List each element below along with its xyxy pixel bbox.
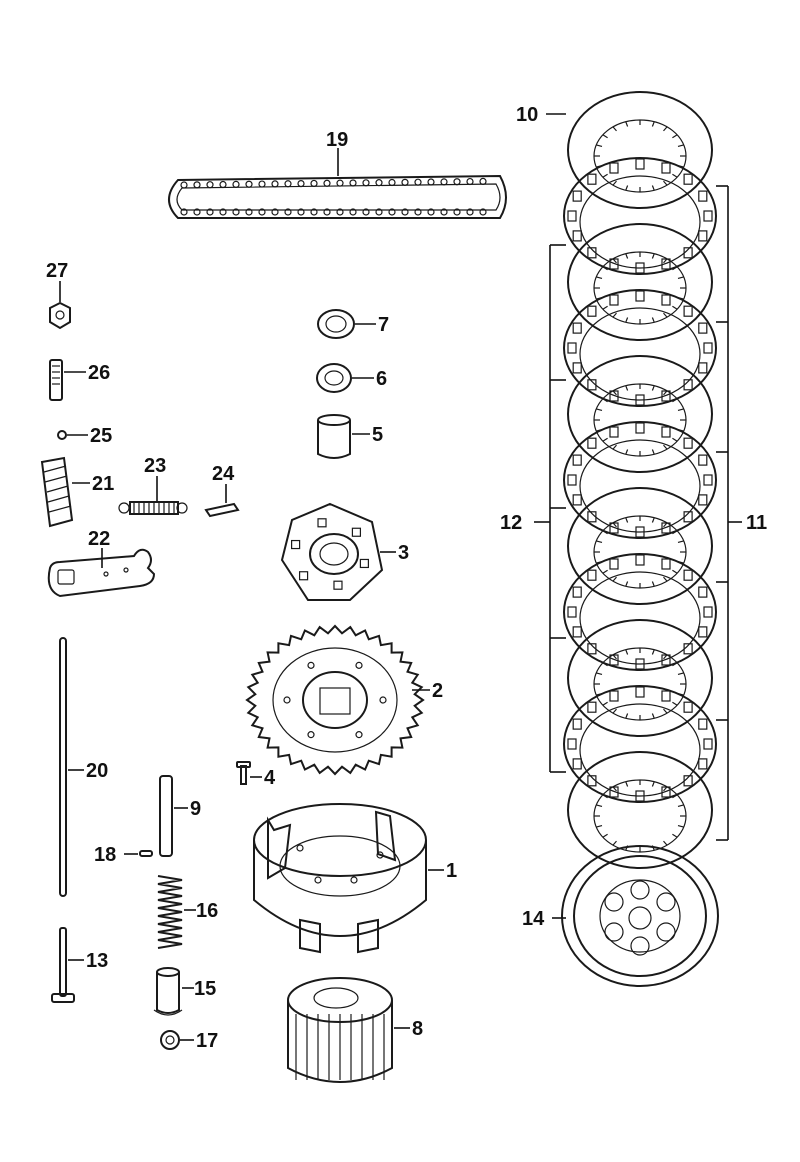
callout-5: 5 — [372, 424, 383, 446]
part-clutch-hub-gear — [287, 977, 393, 1083]
part-clutch-basket — [253, 803, 427, 954]
callout-1: 1 — [446, 860, 457, 882]
part-washer-6 — [316, 363, 352, 393]
part-sprocket — [245, 624, 425, 776]
callout-7: 7 — [378, 314, 389, 336]
callout-14: 14 — [522, 908, 545, 930]
part-worm-gear — [40, 456, 74, 528]
part-bolt — [51, 927, 75, 1003]
callout-6: 6 — [376, 368, 387, 390]
callout-3: 3 — [398, 542, 409, 564]
callout-22: 22 — [88, 528, 110, 550]
bracket-11 — [716, 185, 742, 841]
part-pin — [204, 502, 240, 518]
callout-21: 21 — [92, 473, 114, 495]
callout-4: 4 — [264, 767, 276, 789]
part-tension-spring — [118, 501, 188, 515]
part-small-pin — [139, 850, 153, 857]
part-nut — [49, 301, 71, 330]
callout-27: 27 — [46, 260, 68, 282]
callout-12: 12 — [500, 512, 522, 534]
callout-15: 15 — [194, 978, 216, 1000]
part-ball — [57, 430, 67, 440]
callout-18: 18 — [94, 844, 116, 866]
part-pressure-plate — [561, 845, 719, 987]
part-compression-spring — [157, 875, 183, 949]
callout-13: 13 — [86, 950, 108, 972]
callout-24: 24 — [212, 463, 235, 485]
callout-26: 26 — [88, 362, 110, 384]
part-clutch-plate-stack — [563, 91, 717, 869]
callout-2: 2 — [432, 680, 443, 702]
callout-16: 16 — [196, 900, 218, 922]
bracket-12 — [534, 244, 566, 773]
callout-17: 17 — [196, 1030, 218, 1052]
part-hub-plate — [280, 502, 384, 601]
callout-8: 8 — [412, 1018, 423, 1040]
part-chain — [168, 174, 507, 219]
part-screw — [236, 761, 251, 785]
part-washer-7 — [317, 309, 355, 339]
part-push-rod — [59, 637, 67, 897]
part-small-washer — [160, 1030, 180, 1050]
callout-20: 20 — [86, 760, 108, 782]
part-rod — [159, 775, 173, 857]
callout-19: 19 — [326, 129, 348, 151]
callout-10: 10 — [516, 104, 538, 126]
part-bushing — [317, 414, 351, 459]
part-release-lever — [47, 548, 156, 598]
part-stud — [49, 359, 63, 401]
callout-9: 9 — [190, 798, 201, 820]
part-sleeve — [153, 967, 183, 1016]
callout-11: 11 — [746, 512, 767, 534]
callout-23: 23 — [144, 455, 166, 477]
callout-25: 25 — [90, 425, 112, 447]
